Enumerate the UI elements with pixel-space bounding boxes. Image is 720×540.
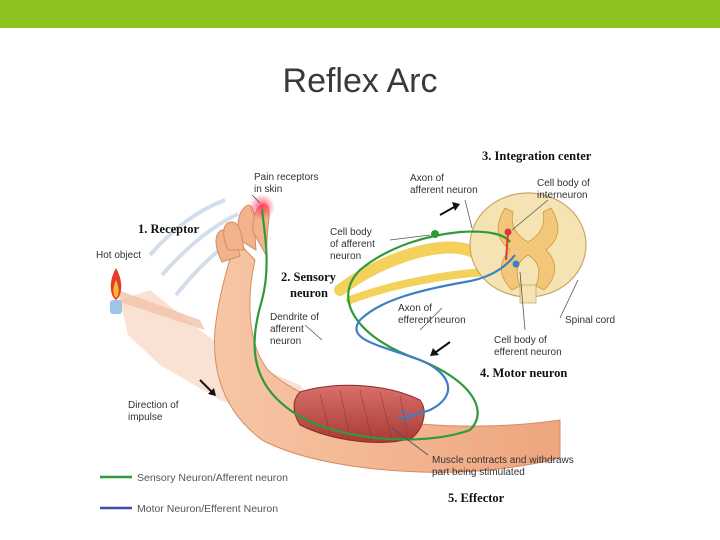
label-cell-body-afferent-2: of afferent — [330, 239, 375, 250]
label-dendrite-1: Dendrite of — [270, 312, 319, 323]
label-cell-body-interneuron-1: Cell body of — [537, 178, 590, 189]
label-hot-object: Hot object — [96, 250, 141, 261]
label-sensory-neuron-2: neuron — [290, 286, 328, 300]
label-cell-body-interneuron-2: interneuron — [537, 190, 588, 201]
hot-object-candle — [110, 268, 122, 314]
legend: Sensory Neuron/Afferent neuron Motor Neu… — [100, 472, 288, 515]
legend-label-motor: Motor Neuron/Efferent Neuron — [137, 503, 278, 515]
label-pain-receptors-2: in skin — [254, 184, 282, 195]
afferent-cell-body — [431, 230, 439, 238]
label-muscle-2: part being stimulated — [432, 467, 525, 478]
label-dendrite-2: afferent — [270, 324, 304, 335]
label-direction-2: impulse — [128, 412, 163, 423]
label-dendrite-3: neuron — [270, 336, 301, 347]
label-axon-efferent-2: efferent neuron — [398, 315, 466, 326]
label-axon-afferent-2: afferent neuron — [410, 185, 478, 196]
label-spinal-cord: Spinal cord — [565, 315, 615, 326]
label-direction-1: Direction of — [128, 400, 179, 411]
label-pain-receptors-1: Pain receptors — [254, 172, 318, 183]
efferent-cell-body — [513, 261, 520, 268]
label-integration-center: 3. Integration center — [482, 149, 592, 163]
label-motor-neuron: 4. Motor neuron — [480, 366, 567, 380]
label-cell-body-efferent-1: Cell body of — [494, 335, 547, 346]
label-axon-efferent-1: Axon of — [398, 303, 432, 314]
label-sensory-neuron-1: 2. Sensory — [281, 270, 337, 284]
legend-label-sensory: Sensory Neuron/Afferent neuron — [137, 472, 288, 484]
label-effector: 5. Effector — [448, 491, 505, 505]
interneuron-cell-body — [505, 229, 512, 236]
label-cell-body-afferent-3: neuron — [330, 251, 361, 262]
label-cell-body-efferent-2: efferent neuron — [494, 347, 562, 358]
label-cell-body-afferent-1: Cell body — [330, 227, 372, 238]
spinal-cord-section — [470, 193, 586, 303]
label-receptor: 1. Receptor — [138, 222, 200, 236]
label-axon-afferent-1: Axon of — [410, 173, 444, 184]
label-muscle-1: Muscle contracts and withdraws — [432, 455, 574, 466]
